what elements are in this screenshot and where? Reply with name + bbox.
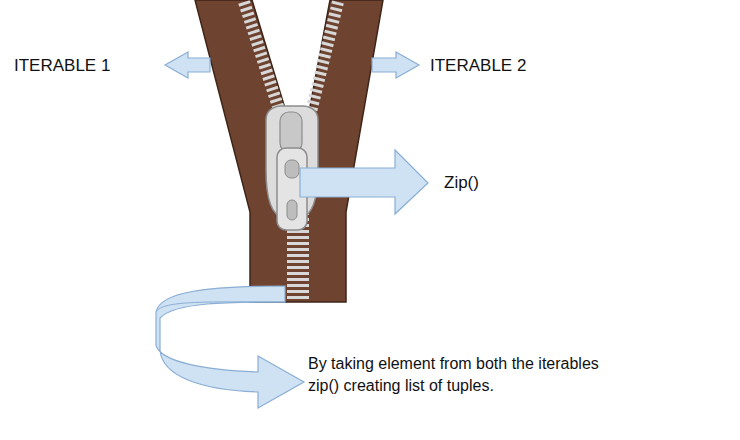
slider-cap — [280, 112, 302, 152]
callout-arrow — [372, 52, 419, 78]
curved-arrow — [156, 286, 304, 408]
function-label: Zip() — [444, 172, 479, 195]
pull-tab-hole — [287, 200, 297, 220]
curved-arrow-edge — [156, 302, 285, 312]
caption-note: By taking element from both the iterable… — [308, 353, 613, 396]
pull-tab-hole — [285, 160, 299, 178]
iterable-label: ITERABLE 1 — [14, 55, 110, 78]
callout-arrow — [300, 150, 428, 214]
zipper-tape — [195, 0, 383, 302]
callout-arrow — [165, 52, 210, 78]
iterable-label: ITERABLE 2 — [430, 55, 526, 78]
